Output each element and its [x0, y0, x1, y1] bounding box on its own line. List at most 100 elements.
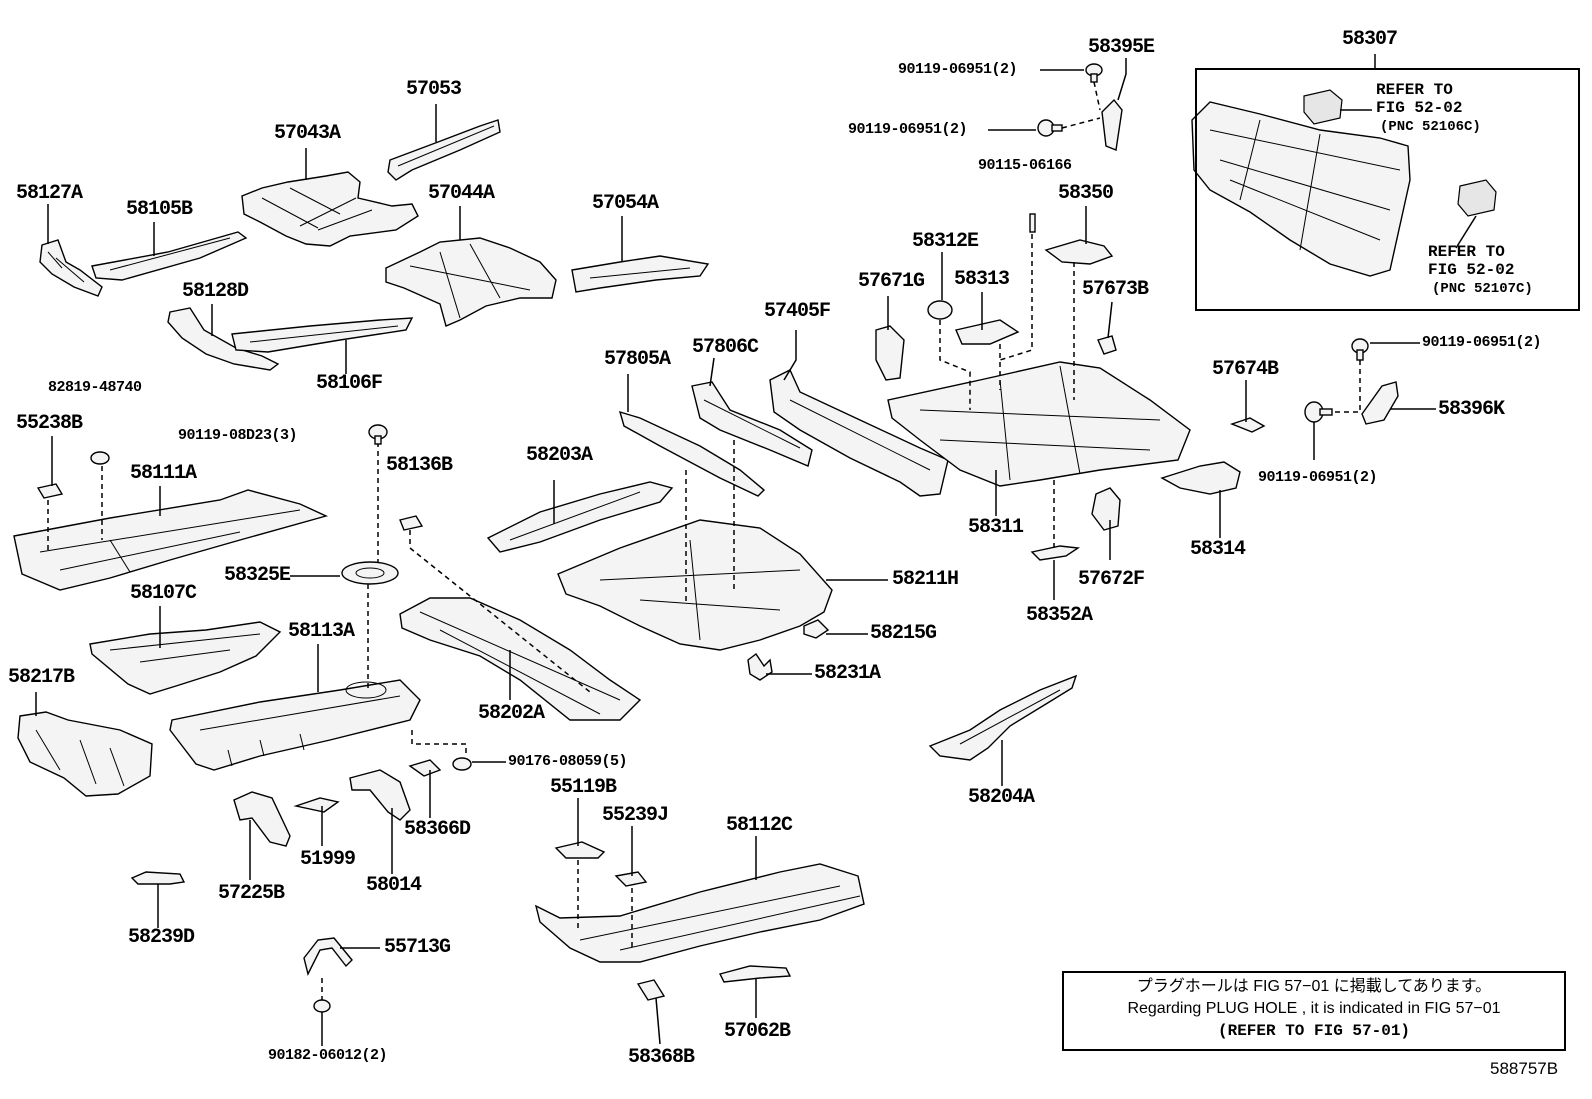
leader-lines	[35, 54, 1477, 1046]
label-58350: 58350	[1058, 182, 1114, 205]
label-57062B: 57062B	[724, 1020, 791, 1043]
label-58231A: 58231A	[814, 662, 881, 685]
part-58311	[887, 361, 1191, 487]
part-57674B	[1229, 417, 1266, 433]
label-57225B: 57225B	[218, 882, 285, 905]
part-58312E	[927, 300, 953, 320]
label-90119-06951-c: 90119-06951(2)	[1422, 334, 1542, 351]
part-58202A	[399, 597, 642, 721]
part-90119-08D23	[368, 424, 388, 445]
label-58395E: 58395E	[1088, 36, 1155, 59]
label-55713G: 55713G	[384, 936, 451, 959]
refer-2-line1: REFER TO	[1428, 243, 1505, 261]
refer-2-line3: (PNC 52107C)	[1432, 281, 1533, 297]
label-57053: 57053	[406, 78, 462, 101]
part-58215G	[803, 619, 830, 639]
label-58112C: 58112C	[726, 814, 793, 837]
note-line-english: Regarding PLUG HOLE , it is indicated in…	[1127, 1000, 1501, 1017]
part-58307	[1191, 101, 1411, 277]
part-58136B	[399, 515, 424, 531]
part-ref-52107C	[1457, 179, 1497, 217]
label-57405F: 57405F	[764, 300, 831, 323]
label-57043A: 57043A	[274, 122, 341, 145]
part-58211H	[557, 519, 833, 651]
label-58368B: 58368B	[628, 1046, 695, 1069]
part-58112C	[534, 863, 865, 963]
plug-hole-note: プラグホールは FIG 57−01 に掲載してあります。 Regarding P…	[1062, 971, 1566, 1051]
part-58313	[955, 319, 1020, 345]
part-57673B	[1097, 335, 1117, 355]
part-57054A	[571, 255, 710, 293]
part-58105B	[91, 231, 248, 281]
label-58014: 58014	[366, 874, 422, 897]
label-90119-08D23: 90119-08D23(3)	[178, 427, 298, 444]
part-57805A	[618, 410, 766, 497]
part-58107C	[89, 621, 282, 695]
label-55239J: 55239J	[602, 804, 669, 827]
part-57672F	[1091, 487, 1121, 531]
refer-1-line3: (PNC 52106C)	[1380, 119, 1481, 135]
part-58231A	[747, 652, 773, 681]
part-55239J	[614, 871, 648, 887]
label-58396K: 58396K	[1438, 398, 1505, 421]
label-51999: 51999	[300, 848, 356, 871]
label-58202A: 58202A	[478, 702, 545, 725]
part-58128D	[167, 307, 280, 371]
label-58128D: 58128D	[182, 280, 249, 303]
label-55238B: 55238B	[16, 412, 83, 435]
part-57053	[387, 119, 501, 181]
refer-1-line2: FIG 52-02	[1376, 99, 1463, 117]
label-90176-08059: 90176-08059(5)	[508, 753, 628, 770]
note-line-japanese: プラグホールは FIG 57−01 に掲載してあります。	[1136, 978, 1492, 995]
label-90119-06951-a: 90119-06951(2)	[898, 61, 1018, 78]
part-57043A	[241, 171, 419, 247]
refer-box	[1195, 68, 1580, 311]
assembly-lines	[47, 81, 1361, 1000]
part-58314	[1160, 461, 1241, 495]
label-90182-06012: 90182-06012(2)	[268, 1047, 388, 1064]
label-58127A: 58127A	[16, 182, 83, 205]
part-58239D	[130, 871, 186, 885]
part-90115-06166	[1029, 213, 1036, 233]
label-58203A: 58203A	[526, 444, 593, 467]
part-ref-52106C	[1303, 89, 1343, 125]
note-line-refer: (REFER TO FIG 57-01)	[1217, 1022, 1411, 1040]
part-90176-08059	[452, 757, 472, 771]
part-90119-06951-b	[1037, 119, 1063, 137]
refer-1-line1: REFER TO	[1376, 81, 1453, 99]
label-55119B: 55119B	[550, 776, 617, 799]
part-58127A	[39, 239, 103, 297]
label-57674B: 57674B	[1212, 358, 1279, 381]
part-58325E	[341, 561, 399, 585]
part-55713G	[303, 937, 353, 977]
part-90119-06951-c	[1351, 338, 1369, 361]
part-55119B	[554, 841, 606, 859]
label-58312E: 58312E	[912, 230, 979, 253]
label-58215G: 58215G	[870, 622, 937, 645]
figure-id: 588757B	[1490, 1059, 1559, 1078]
label-57671G: 57671G	[858, 270, 925, 293]
label-90119-06951-d: 90119-06951(2)	[1258, 469, 1378, 486]
part-51999	[293, 797, 340, 813]
label-90119-06951-b: 90119-06951(2)	[848, 121, 968, 138]
part-57062B	[718, 965, 792, 983]
part-58366D	[408, 759, 442, 777]
label-58307: 58307	[1342, 28, 1398, 51]
label-58366D: 58366D	[404, 818, 471, 841]
label-58204A: 58204A	[968, 786, 1035, 809]
part-58352A	[1030, 545, 1080, 561]
part-58111A	[13, 489, 329, 591]
label-58352A: 58352A	[1026, 604, 1093, 627]
part-90182-06012	[313, 999, 331, 1013]
label-58325E: 58325E	[224, 564, 291, 587]
part-58368B	[636, 979, 666, 1001]
label-58239D: 58239D	[128, 926, 195, 949]
label-58217B: 58217B	[8, 666, 75, 689]
label-58211H: 58211H	[892, 568, 959, 591]
part-57044A	[385, 237, 557, 327]
label-58313: 58313	[954, 268, 1010, 291]
part-90119-06951-a	[1085, 63, 1103, 83]
label-58113A: 58113A	[288, 620, 355, 643]
